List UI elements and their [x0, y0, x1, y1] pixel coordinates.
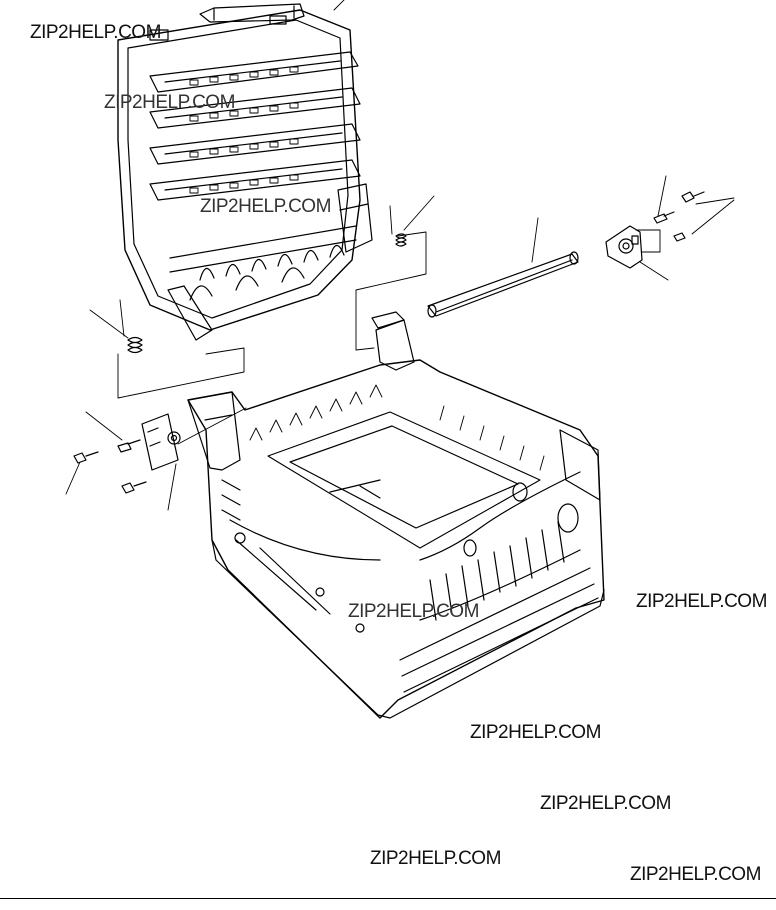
watermark-lower-right: ZIP2HELP.COM: [540, 793, 671, 814]
feed-rollers: [419, 471, 581, 621]
watermark-chassis: ZIP2HELP.COM: [348, 601, 479, 622]
watermark-lower-middle: ZIP2HELP.COM: [470, 722, 601, 743]
left-gear-plate-assembly: [65, 407, 247, 511]
watermark-bottom-center: ZIP2HELP.COM: [370, 848, 501, 869]
top-cover-assembly: [117, 3, 373, 341]
watermark-mid-cover: ZIP2HELP.COM: [200, 196, 331, 217]
right-spring: [355, 195, 435, 351]
cover-leader-line: [333, 0, 345, 11]
bottom-rule: [0, 898, 776, 899]
watermark-top-left: ZIP2HELP.COM: [30, 22, 161, 43]
left-spring: [89, 299, 245, 399]
right-bracket-assembly: [605, 175, 735, 281]
led-head-bars: [149, 51, 361, 201]
roller-shaft: [427, 217, 579, 318]
watermark-bottom-right: ZIP2HELP.COM: [630, 864, 761, 885]
cover-gear-row: [169, 225, 357, 301]
base-chassis: [187, 311, 605, 719]
watermark-upper-cover: ZIP2HELP.COM: [104, 92, 235, 113]
watermark-right: ZIP2HELP.COM: [636, 591, 767, 612]
